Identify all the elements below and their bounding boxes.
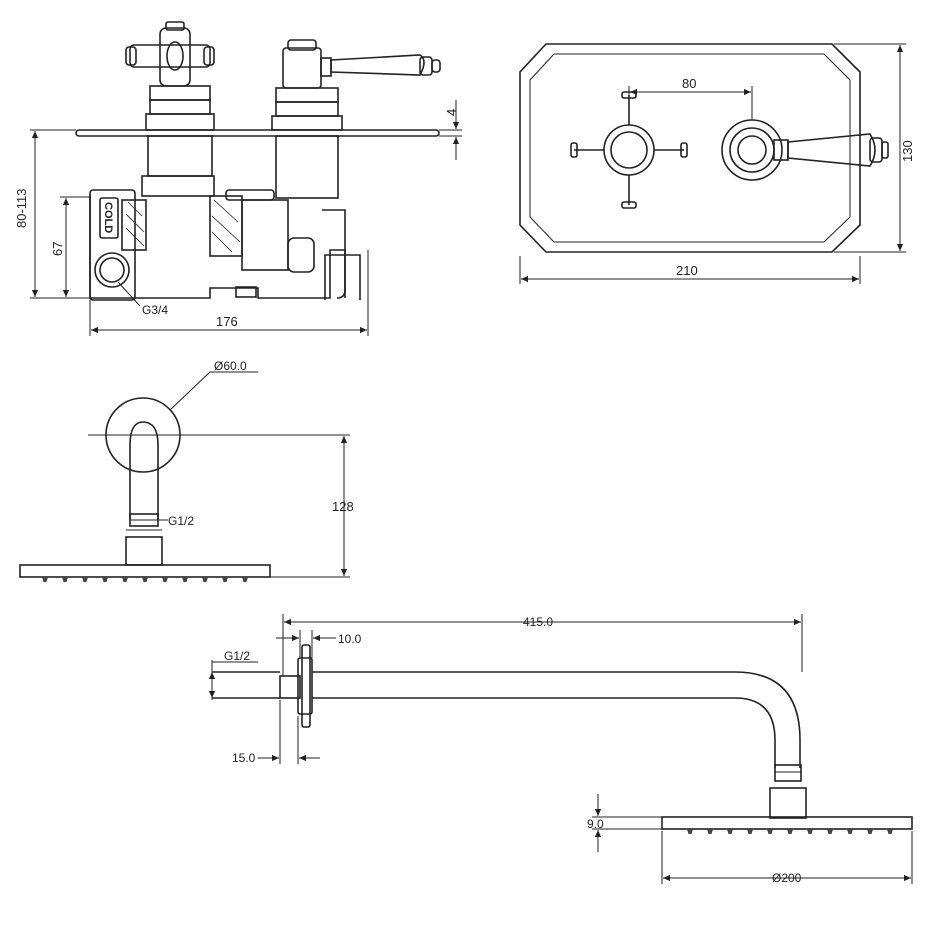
wall-head-nozzles [687, 829, 893, 834]
nozzle [827, 829, 833, 834]
lever-handle-right [271, 39, 441, 131]
flange-thickness-label: 10.0 [338, 632, 362, 646]
nozzle [122, 577, 128, 582]
ceiling-head-nozzles [42, 577, 248, 582]
nozzle [82, 577, 88, 582]
nozzle [707, 829, 713, 834]
tail-length-label: 15.0 [232, 751, 256, 765]
nozzle [242, 577, 248, 582]
faceplate-height-label: 130 [900, 140, 915, 162]
height-range-label: 80-113 [14, 188, 29, 228]
ceiling-thread-label: G1/2 [168, 514, 194, 528]
ceiling-arm-view: Ø60.0 G1/2 128 [19, 359, 354, 582]
nozzle [142, 577, 148, 582]
nozzle [767, 829, 773, 834]
faceplate-lever-handle [721, 119, 889, 181]
nozzle [182, 577, 188, 582]
inlet-thread-label: G3/4 [142, 303, 168, 317]
nozzle [222, 577, 228, 582]
nozzle [687, 829, 693, 834]
nozzle [42, 577, 48, 582]
cross-handle-left [125, 21, 215, 131]
nozzle [787, 829, 793, 834]
nozzle [727, 829, 733, 834]
nozzle [887, 829, 893, 834]
depth-label: 176 [216, 314, 238, 329]
head-thickness-label: 9.0 [587, 817, 604, 831]
cold-label: COLD [102, 202, 114, 233]
drop-height-label: 128 [332, 499, 354, 514]
handle-spacing-label: 80 [682, 76, 696, 91]
nozzle [807, 829, 813, 834]
flange-diameter-label: Ø60.0 [214, 359, 247, 373]
valve-front-view: COLD G3/4 80-113 67 176 4 [14, 21, 462, 336]
faceplate-front-view: 80 210 130 [519, 43, 915, 284]
faceplate-cross-handle [570, 91, 688, 209]
wall-arm-view: 415.0 10.0 G1/2 15.0 9.0 Ø200 [208, 614, 913, 885]
nozzle [162, 577, 168, 582]
faceplate-width-label: 210 [676, 263, 698, 278]
inlet-height-label: 67 [50, 242, 65, 256]
head-diameter-label: Ø200 [772, 871, 802, 885]
nozzle [747, 829, 753, 834]
nozzle [847, 829, 853, 834]
arm-projection-label: 415.0 [523, 615, 553, 629]
plate-thickness-label: 4 [444, 109, 459, 116]
nozzle [102, 577, 108, 582]
wall-thread-label: G1/2 [224, 649, 250, 663]
nozzle [867, 829, 873, 834]
nozzle [202, 577, 208, 582]
nozzle [62, 577, 68, 582]
